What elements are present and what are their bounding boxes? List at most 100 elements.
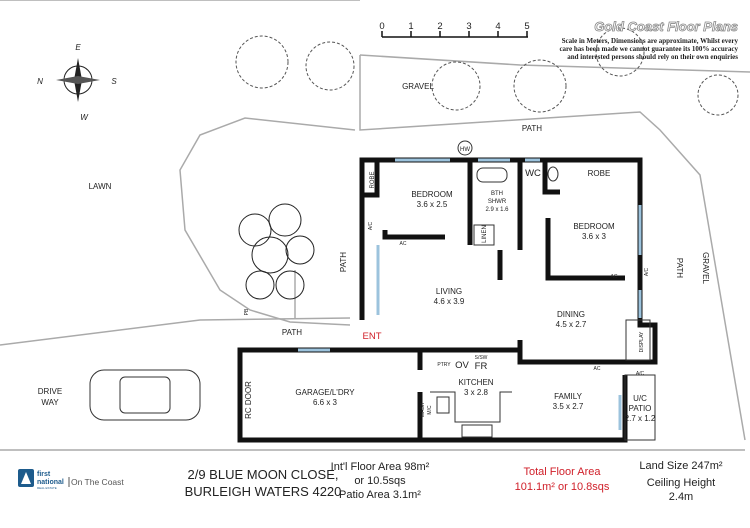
ac-label: AC (400, 241, 407, 247)
robe-label: ROBE (588, 169, 611, 178)
garage-name: GARAGE/L'DRY (295, 388, 355, 397)
path-label: PATH (339, 252, 348, 272)
windows (298, 158, 642, 430)
bath-dim: 2.9 x 1.6 (485, 207, 509, 213)
total-area-label: Total Floor Area (523, 466, 601, 478)
disclaimer-line: care has been made we cannot guarantee i… (559, 45, 738, 53)
fixtures (430, 140, 656, 441)
family-name: FAMILY (554, 392, 583, 401)
disclaimer-line: Scale in Meters, Dimensions are approxim… (562, 37, 739, 45)
sisw-label: S/SW (475, 355, 488, 361)
tree-icon (235, 35, 289, 89)
cooktop-icon (436, 396, 450, 414)
scale-tick: 1 (408, 21, 413, 32)
scale-tick: 2 (437, 21, 442, 32)
ceiling-height-label: Ceiling Height (647, 477, 715, 489)
logo-text: first (37, 471, 51, 478)
compass-e: E (75, 43, 81, 52)
path-label: PATH (522, 124, 542, 133)
rc-door-label: RC DOOR (244, 381, 253, 419)
garage-dim: 6.6 x 3 (313, 398, 338, 407)
living-dim: 4.6 x 3.9 (434, 297, 465, 306)
compass-icon: E N S W (37, 43, 117, 122)
ac-label: AC (594, 366, 601, 372)
compass-s: S (111, 77, 117, 86)
patio-area: Patio Area 3.1m² (339, 489, 421, 501)
scale-tick: 4 (495, 21, 500, 32)
drive-way-label: WAY (41, 398, 59, 407)
logo-text: national (37, 479, 64, 486)
pantry-label: PTRY (437, 362, 451, 368)
bedroom1-name: BEDROOM (411, 190, 453, 199)
ac-label: A/C (644, 267, 650, 276)
brand-title: Gold Coast Floor Plans (594, 19, 738, 34)
branch-name: On The Coast (71, 477, 124, 487)
oven-label: OV (455, 360, 469, 371)
robe-label: ROBE (370, 171, 376, 188)
bedroom2-name: BEDROOM (573, 222, 615, 231)
compass-w: W (80, 113, 89, 122)
gravel-label: GRAVEL (402, 82, 434, 91)
gravel-label: GRAVEL (701, 252, 710, 284)
ac-label: A/C (368, 221, 374, 230)
display-label: DISPLAY (639, 331, 645, 352)
tree-icon (431, 61, 481, 111)
bathtub-icon (476, 167, 508, 183)
patio-dim: 2.7 x 1.2 (625, 414, 656, 423)
ceiling-height-value: 2.4m (669, 491, 693, 503)
scale-tick: 5 (524, 21, 529, 32)
total-area-value: 101.1m² or 10.8sqs (515, 481, 610, 493)
drive-way-label: DRIVE (38, 387, 62, 396)
land-size: Land Size 247m² (639, 460, 722, 472)
linen-label: LINEN (482, 225, 488, 243)
dining-dim: 4.5 x 2.7 (556, 320, 587, 329)
toilet-icon (547, 166, 559, 182)
kitchen-dim: 3 x 2.8 (464, 388, 489, 397)
patio-name: U/C (633, 394, 647, 403)
tree-icon (595, 27, 645, 77)
intl-area: Int'l Floor Area 98m² (331, 461, 430, 473)
bath-name2: SHWR (488, 199, 507, 205)
shrub-cluster-icon (238, 203, 315, 300)
sink-icon (461, 424, 493, 438)
scale-tick: 3 (466, 21, 471, 32)
path-label: PATH (675, 258, 684, 278)
scale-bar: 0 1 2 3 4 5 (379, 21, 530, 38)
family-dim: 3.5 x 2.7 (553, 402, 584, 411)
bedroom1-dim: 3.6 x 2.5 (417, 200, 448, 209)
tree-icon (305, 41, 355, 91)
disclaimer-line: and interested persons should rely on th… (567, 53, 738, 61)
fridge-label: FR (475, 361, 488, 372)
mc-label: M/C (427, 405, 433, 415)
bath-name: BTH (491, 191, 503, 197)
kitchen-name: KITCHEN (458, 378, 493, 387)
hot-water-icon (457, 140, 473, 156)
trees (235, 27, 739, 300)
address-line: 2/9 BLUE MOON CLOSE, (188, 467, 339, 482)
wc-label: WC (525, 168, 541, 179)
ac-label: A/C (636, 371, 645, 377)
tree-icon (697, 74, 739, 116)
lot-boundaries (0, 0, 750, 451)
ac-label: AC (611, 274, 618, 280)
entry-label: ENT (363, 331, 382, 342)
logo-text: REAL ESTATE (37, 486, 57, 490)
lawn-label: LAWN (89, 182, 112, 191)
car-icon (89, 369, 201, 421)
dining-name: DINING (557, 310, 585, 319)
hw-label: HW (460, 147, 470, 153)
pb-label: PB (244, 308, 250, 315)
agency-logo: first national REAL ESTATE On The Coast (18, 469, 124, 490)
patio-name2: PATIO (629, 404, 652, 413)
living-name: LIVING (436, 287, 462, 296)
wash-label: WASH (420, 402, 426, 417)
compass-n: N (37, 77, 43, 86)
scale-tick: 0 (379, 21, 384, 32)
bedroom2-dim: 3.6 x 3 (582, 232, 607, 241)
tree-icon (513, 59, 567, 113)
path-label: PATH (282, 328, 302, 337)
intl-area: or 10.5sqs (354, 475, 406, 487)
address-line: BURLEIGH WATERS 4220 (185, 484, 342, 499)
shower-icon (473, 224, 495, 246)
